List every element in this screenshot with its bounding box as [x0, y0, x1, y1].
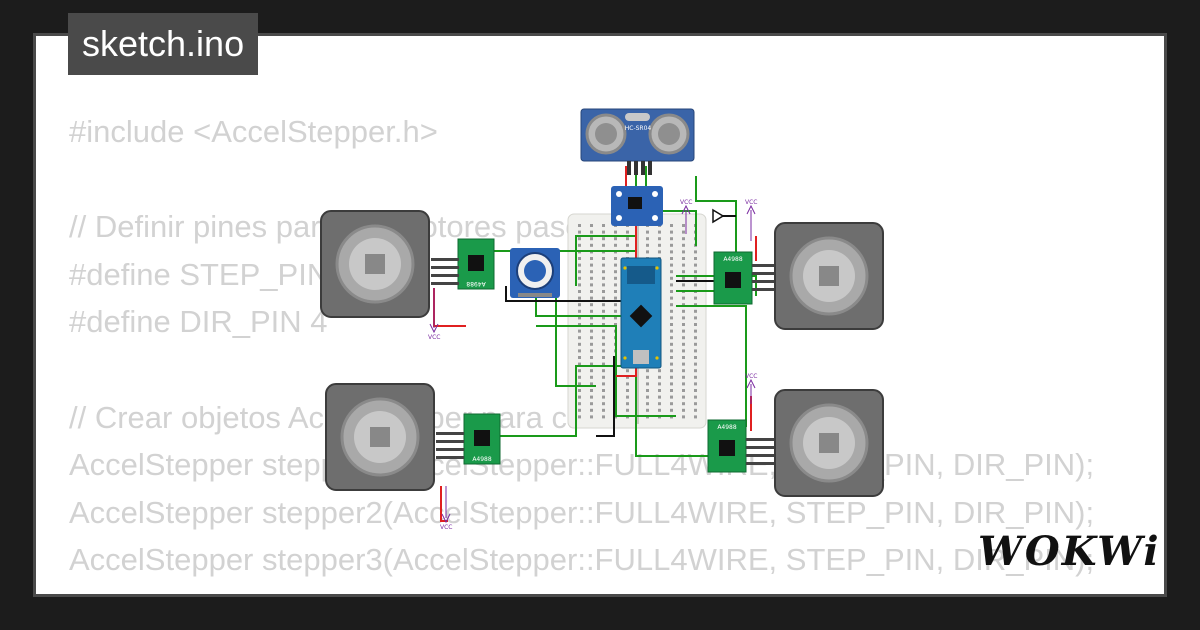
code-listing: #include <AccelStepper.h>// Definir pine… [69, 108, 1095, 594]
code-line: AccelStepper stepper4(AccelStepper::FULL… [69, 584, 1094, 594]
vcc-label-2: VCC [680, 199, 692, 206]
vcc-marker-5: VCC [440, 486, 452, 531]
code-line: #include <AccelStepper.h> [69, 114, 438, 149]
code-line: AccelStepper stepper3(AccelStepper::FULL… [69, 542, 1095, 578]
driver-label-4: A4988 [717, 424, 737, 431]
arduino-nano [620, 257, 662, 369]
code-line: // Crear objetos AccelStepper para cada … [69, 399, 707, 435]
wokwi-logo: WOKWi [978, 528, 1161, 575]
ultrasonic-sensor: HC-SR04 [580, 108, 695, 175]
thumbnail-card: #include <AccelStepper.h>// Definir pine… [33, 33, 1167, 597]
driver-label-3: A4988 [472, 456, 492, 463]
stepper-driver-4: A4988 [707, 419, 747, 473]
circuit-diagram: HC-SR04 [320, 108, 884, 531]
imu-module [611, 186, 663, 226]
stepper-driver-2: A4988 [713, 251, 753, 305]
ultrasonic-label: HC-SR04 [625, 125, 652, 132]
ground-symbol [712, 208, 725, 224]
file-title-tab: sketch.ino [68, 13, 259, 75]
vcc-marker-2: VCC [680, 199, 692, 234]
vcc-label-1: VCC [428, 334, 440, 341]
vcc-markers: VCC VCC VCC VCC VCC [428, 199, 757, 531]
stepper-motor-2 [774, 222, 884, 330]
stepper-driver-1: A4988 [457, 238, 495, 290]
code-line: AccelStepper stepper2(AccelStepper::FULL… [69, 494, 1095, 530]
stepper-motor-1 [320, 210, 430, 318]
motor-pin-headers [431, 258, 780, 465]
vcc-marker-3: VCC [745, 199, 757, 241]
driver-label-1: A4988 [466, 280, 486, 287]
vcc-marker-1: VCC [428, 288, 440, 341]
vcc-label-3: VCC [745, 199, 757, 206]
potentiometer [510, 248, 560, 298]
stepper-driver-3: A4988 [463, 413, 501, 465]
vcc-label-5: VCC [440, 524, 452, 531]
vcc-marker-4: VCC [745, 373, 757, 404]
stepper-motor-3 [325, 383, 435, 491]
vcc-label-4: VCC [745, 373, 757, 380]
driver-label-2: A4988 [723, 256, 743, 263]
bottom-bezel [0, 597, 1200, 630]
stepper-motor-4 [774, 389, 884, 497]
